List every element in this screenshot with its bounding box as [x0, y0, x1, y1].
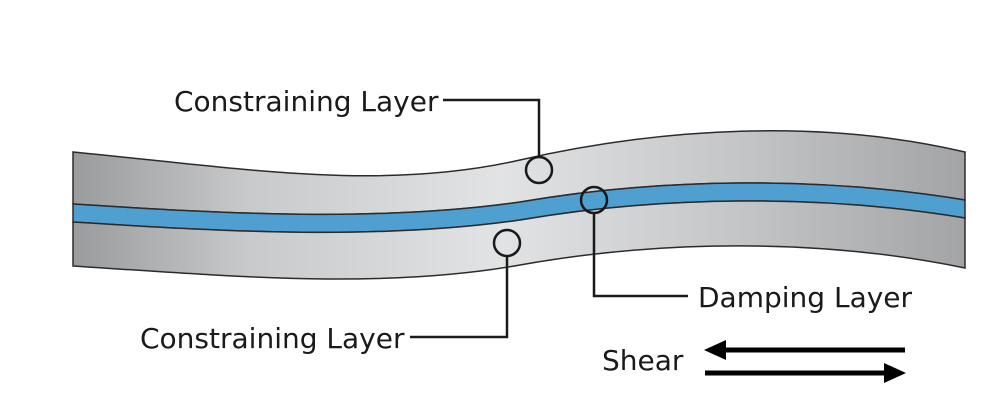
- leader-line-damping: [592, 213, 688, 298]
- left-right-arrows-icon: [704, 340, 906, 383]
- leader-line-bottom: [410, 256, 509, 339]
- constraining-layer-bottom-label: Constraining Layer: [140, 322, 405, 355]
- constraining-layer-top-label: Constraining Layer: [174, 85, 439, 118]
- shear-label: Shear: [602, 344, 684, 377]
- leader-line-top: [443, 98, 541, 157]
- damping-layer-label: Damping Layer: [698, 281, 913, 314]
